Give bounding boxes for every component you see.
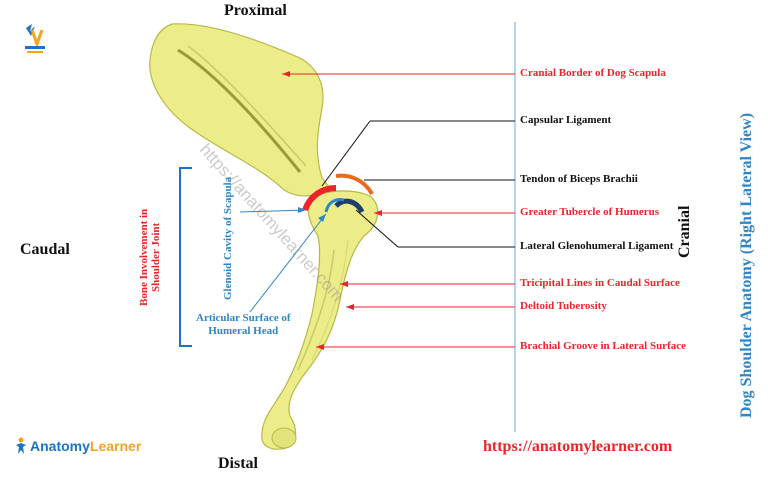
side-title: Dog Shoulder Anatomy (Right Lateral View… [738,112,755,418]
glenoid-cavity-arc [302,185,337,212]
logo-text-part1: Anatomy [30,438,90,454]
distal-label: Distal [218,455,258,472]
proximal-label: Proximal [224,2,287,19]
bone-involvement-line2: Shoulder Joint [150,222,162,292]
anatomylearner-logo: AnatomyLearner [14,437,141,455]
articular-surface-label: Articular Surface of Humeral Head [196,312,291,338]
scapular-spine [177,48,302,173]
lateral-ligament-arc [334,198,365,214]
articular-line2: Humeral Head [208,325,279,337]
label-lateral-glenohumeral: Lateral Glenohumeral Ligament [520,240,674,252]
bone-involvement-bracket [179,167,192,347]
label-biceps-tendon: Tendon of Biceps Brachii [520,173,638,185]
label-greater-tubercle: Greater Tubercle of Humerus [520,206,660,218]
label-cranial-border: Cranial Border of Dog Scapula [520,67,666,79]
scapula-shape [149,23,331,197]
top-logo-icon [25,24,45,53]
glenoid-cavity-label: Glenoid Cavity of Scapula [222,176,234,300]
biceps-tendon-arc [335,173,374,196]
label-capsular-ligament: Capsular Ligament [520,114,612,126]
label-brachial-groove: Brachial Groove in Lateral Surface [520,340,686,352]
caudal-label: Caudal [20,241,70,258]
logo-text-part2: Learner [89,438,142,454]
logo-figure-icon [16,437,26,454]
bone-involvement-label: Bone Involvement in Shoulder Joint [138,209,162,306]
site-url-link[interactable]: https://anatomylearner.com [483,438,673,455]
articular-surface-arc [324,198,345,213]
label-deltoid-tuberosity: Deltoid Tuberosity [520,300,607,312]
cranial-label: Cranial [676,205,693,258]
label-tricipital-lines: Tricipital Lines in Caudal Surface [520,277,680,289]
bone-involvement-line1: Bone Involvement in [138,208,150,306]
articular-line1: Articular Surface of [196,312,291,324]
